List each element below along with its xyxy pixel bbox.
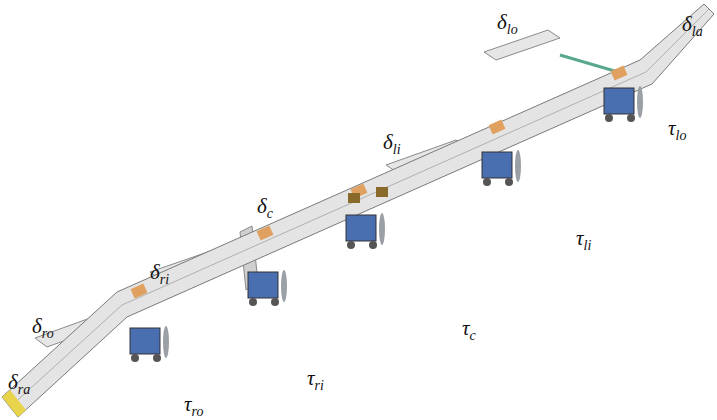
- control-symbol: δc: [257, 196, 273, 217]
- wing: [2, 4, 714, 417]
- control-symbol: δra: [8, 372, 30, 393]
- control-symbol: δla: [682, 14, 703, 35]
- motor-pods: [130, 86, 643, 362]
- control-symbol: δri: [150, 262, 169, 283]
- control-symbol: τri: [307, 368, 324, 389]
- control-symbol: δlo: [497, 12, 518, 33]
- control-symbol: τc: [462, 318, 476, 339]
- control-symbol: τro: [184, 394, 203, 415]
- control-symbol: δli: [383, 132, 401, 153]
- control-symbol: τlo: [668, 118, 686, 139]
- control-symbol: τli: [576, 228, 591, 249]
- control-symbol: δro: [32, 316, 54, 337]
